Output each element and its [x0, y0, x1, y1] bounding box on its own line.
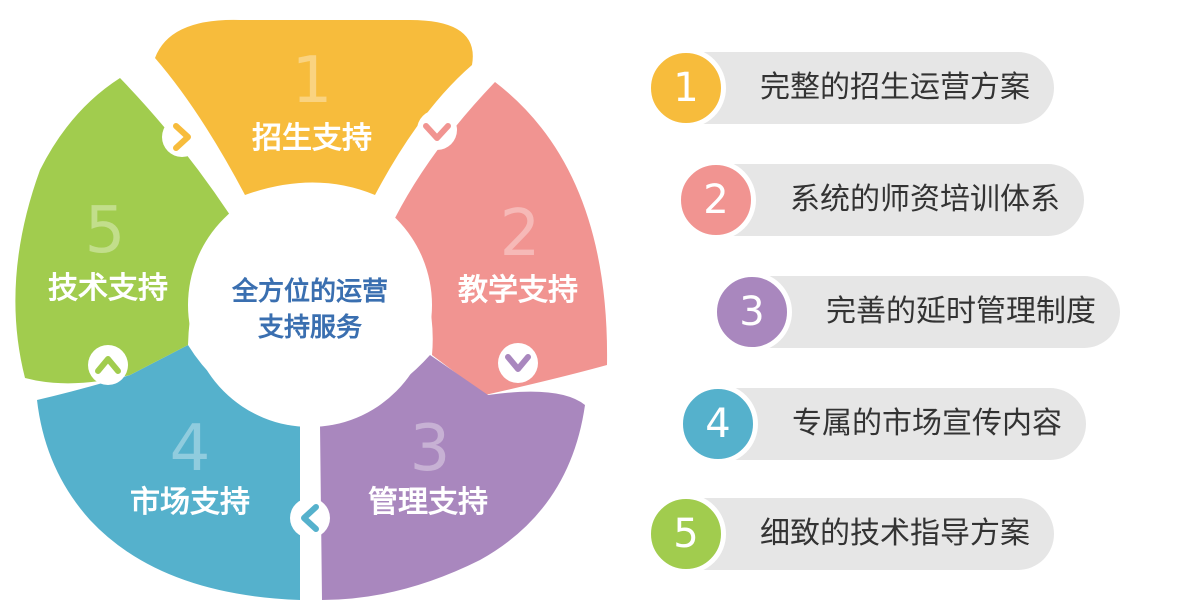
segment-teaching: [395, 82, 608, 395]
list-number-badge: 4: [678, 384, 758, 464]
chevron-icon: [290, 498, 330, 538]
segment-number-3: 3: [410, 412, 451, 486]
list-item-text: 系统的师资培训体系: [790, 182, 1060, 217]
chevron-icon: [88, 345, 128, 385]
list-number-badge: 1: [646, 48, 726, 128]
segment-label-teaching: 教学支持: [458, 273, 578, 308]
list-item-text: 完整的招生运营方案: [760, 70, 1030, 105]
segment-number-1: 1: [292, 44, 333, 118]
segment-enrollment: [155, 19, 473, 196]
list-item: 5 细致的技术指导方案: [646, 494, 1054, 574]
segment-marketing: [37, 345, 300, 600]
list-item-text: 完善的延时管理制度: [826, 294, 1096, 329]
list-item-text: 专属的市场宣传内容: [792, 406, 1062, 441]
support-wheel: 全方位的运营 支持服务 1 2 3 4 5 招生支持 教学支持 管理支持 市场支…: [15, 19, 608, 600]
segment-number-4: 4: [170, 412, 211, 486]
list-number-badge: 5: [646, 494, 726, 574]
segment-label-marketing: 市场支持: [130, 485, 250, 520]
list-item: 4 专属的市场宣传内容: [678, 384, 1086, 464]
list-item: 2 系统的师资培训体系: [676, 160, 1084, 240]
segment-label-enrollment: 招生支持: [252, 121, 372, 156]
chevron-icon: [498, 343, 538, 383]
center-title-line1: 全方位的运营: [231, 276, 388, 307]
chevron-icon: [162, 117, 202, 157]
center-title-line2: 支持服务: [258, 313, 362, 343]
segment-label-management: 管理支持: [368, 485, 488, 520]
segment-management: [320, 355, 585, 600]
list-item: 3 完善的延时管理制度: [712, 272, 1120, 352]
list-number-badge: 3: [712, 272, 792, 352]
list-number-badge: 2: [676, 160, 756, 240]
list-item: 1 完整的招生运营方案: [646, 48, 1054, 128]
segment-label-technical: 技术支持: [48, 271, 168, 306]
center-circle: [188, 183, 432, 427]
list-item-text: 细致的技术指导方案: [760, 516, 1030, 551]
segment-number-5: 5: [85, 194, 126, 268]
segment-number-2: 2: [500, 197, 541, 271]
chevron-icon: [417, 110, 457, 150]
